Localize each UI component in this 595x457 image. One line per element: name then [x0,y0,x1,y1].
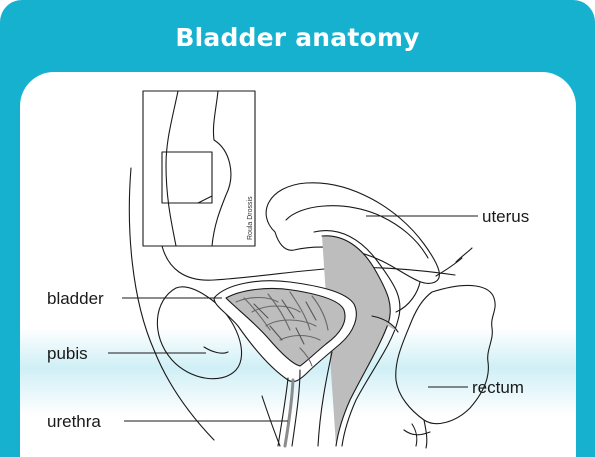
inset-body-outline [143,91,255,246]
illustrator-credit: Roula Drossis [247,196,254,240]
label-rectum: rectum [472,378,524,397]
label-bladder: bladder [47,289,104,308]
fallopian-tube-2 [436,258,462,276]
anal-canal [404,420,430,448]
peritoneum-line [162,246,455,280]
rectum [396,285,495,423]
label-uterus: uterus [482,207,529,226]
pubis-detail [204,347,228,353]
vesicovaginal-septum [318,352,332,446]
label-pubis: pubis [47,344,88,363]
label-urethra: urethra [47,412,101,431]
fallopian-tube [456,248,472,262]
